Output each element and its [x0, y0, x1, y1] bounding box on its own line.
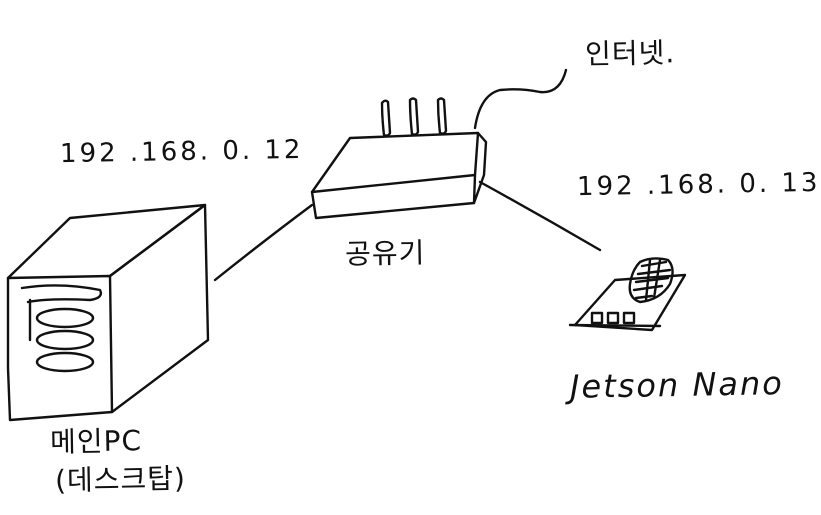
- router-icon: [310, 97, 488, 220]
- internet-label: 인터넷.: [584, 36, 676, 71]
- main-pc-ip-label: 192 .168. 0. 12: [59, 134, 304, 170]
- router-label: 공유기: [344, 236, 426, 271]
- jetson-nano-board-icon: [568, 257, 687, 332]
- main-pc-label: 메인PC: [49, 424, 143, 459]
- network-diagram: [6, 68, 687, 422]
- main-pc-tower-icon: [6, 203, 210, 422]
- jetson-name-label: Jetson Nano: [569, 364, 785, 406]
- pc-router-cable: [213, 203, 314, 282]
- router-jetson-cable: [478, 180, 602, 252]
- internet-cable: [473, 68, 568, 130]
- jetson-ip-label: 192 .168. 0. 13: [576, 167, 821, 203]
- main-pc-sublabel: (데스크탑): [54, 461, 187, 498]
